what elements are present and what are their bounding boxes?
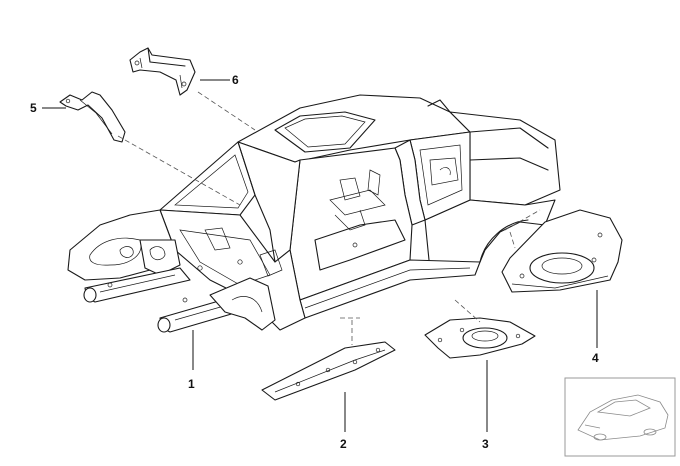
callout-2: 2 [340,437,347,451]
callout-5: 5 [30,101,37,115]
callout-4: 4 [592,351,599,365]
car-thumbnail-icon[interactable] [564,377,676,457]
callout-6: 6 [232,73,239,87]
body-shell [67,94,561,333]
leader-lines [42,79,598,432]
callout-1: 1 [188,377,195,391]
part-5-brace [59,91,126,143]
assembly-lines [117,91,541,345]
part-2-strip [261,341,396,401]
part-3-plate [424,317,536,359]
part-4-panel [501,209,623,293]
callout-3: 3 [482,437,489,451]
part-6-bracket [129,47,196,96]
